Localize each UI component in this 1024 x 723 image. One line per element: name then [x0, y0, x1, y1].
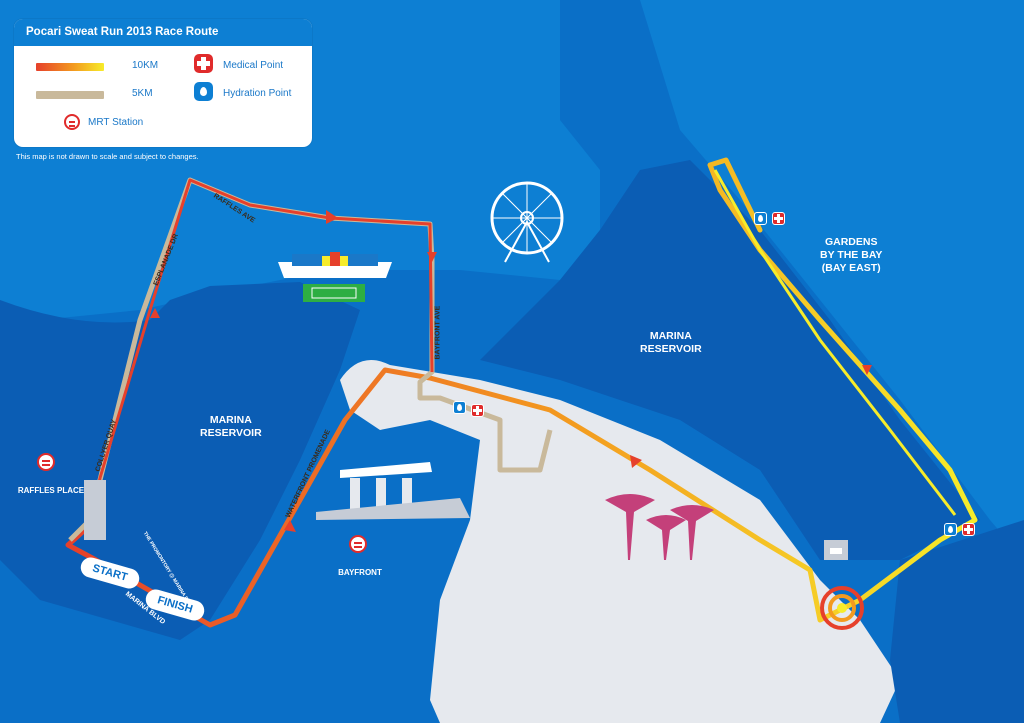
arrow-icon	[326, 210, 338, 224]
mrt-logo-icon	[349, 535, 367, 553]
pier-structure	[824, 540, 848, 560]
legend-title: Pocari Sweat Run 2013 Race Route	[14, 19, 312, 46]
water-drop-icon	[453, 401, 466, 414]
arrow-icon	[427, 252, 437, 262]
mrt-logo-icon	[37, 453, 55, 471]
legend-hydration-label: Hydration Point	[223, 88, 292, 99]
hotel-icon	[316, 462, 470, 520]
marina-reservoir-right-label: MARINA RESERVOIR	[640, 330, 702, 355]
legend-medical-label: Medical Point	[223, 60, 284, 71]
water-drop-icon	[194, 82, 213, 101]
bay-mouth	[890, 520, 1024, 723]
bay-east-land	[640, 0, 1024, 560]
arrow-icon	[862, 365, 872, 375]
water-drop-icon	[754, 212, 767, 225]
bayfront-label: BAYFRONT	[338, 568, 382, 577]
red-cross-icon	[194, 54, 213, 73]
marina-south-land	[340, 360, 900, 723]
route-spiral	[820, 586, 864, 630]
route-10km-swatch	[36, 63, 104, 71]
red-cross-icon	[772, 212, 785, 225]
arrow-icon	[284, 520, 296, 532]
mrt-logo-icon	[64, 114, 80, 130]
marina-reservoir-left-label: MARINA RESERVOIR	[200, 414, 262, 439]
disclaimer-text: This map is not drawn to scale and subje…	[16, 152, 199, 161]
street-bayfront-ave: BAYFRONT AVE	[434, 305, 442, 360]
route-5km-swatch	[36, 91, 104, 99]
red-cross-icon	[962, 523, 975, 536]
water-drop-icon	[944, 523, 957, 536]
raffles-place-label: RAFFLES PLACE	[17, 486, 85, 495]
legend-10km-label: 10KM	[132, 60, 159, 71]
supertree-icon	[605, 494, 714, 560]
marina-reservoir-left	[0, 282, 360, 640]
route-gardens-loop	[713, 169, 957, 516]
legend-panel: Pocari Sweat Run 2013 Race Route 10KM 5K…	[14, 19, 312, 147]
ferris-wheel-icon	[490, 181, 564, 263]
legend-mrt-label: MRT Station	[88, 117, 144, 128]
legend-5km-label: 5KM	[132, 88, 153, 99]
stadium-icon	[278, 252, 392, 302]
gardens-by-the-bay-label: GARDENS BY THE BAY (BAY EAST)	[820, 236, 883, 274]
arrow-icon	[630, 455, 642, 468]
red-cross-icon	[471, 404, 484, 417]
raffles-building	[84, 480, 106, 540]
route-main-loop	[90, 178, 434, 521]
marina-reservoir-right	[480, 160, 980, 560]
arrow-icon	[150, 308, 160, 318]
